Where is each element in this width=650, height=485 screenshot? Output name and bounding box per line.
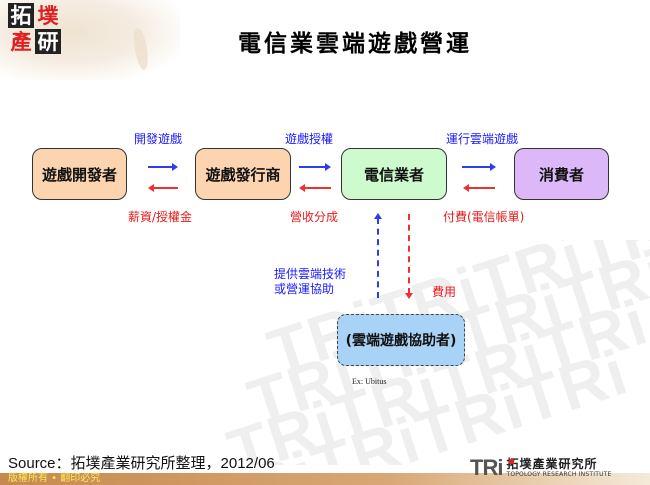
logo-char: 墣 (37, 3, 59, 28)
arrow-right-icon (462, 163, 496, 171)
logo-char: 研 (35, 29, 61, 54)
edge-label-salary-license: 薪資/授權金 (128, 210, 193, 224)
edge-label-revenue-share: 營收分成 (290, 210, 339, 224)
source-citation: Source：拓墣產業研究所整理，2012/06 (8, 455, 275, 472)
arrow-up-dashed-icon (374, 213, 382, 298)
arrow-right-icon (299, 163, 331, 171)
node-label: 消費者 (538, 165, 584, 184)
edge-label-run-cloud-games: 運行雲端遊戲 (446, 132, 519, 146)
node-game-publisher: 遊戲發行商 (195, 148, 291, 200)
arrow-left-icon (299, 184, 331, 192)
arrow-right-icon (148, 163, 178, 171)
node-label: 遊戲開發者 (41, 165, 117, 184)
logo-char: 產 (10, 29, 32, 54)
edge-label-develop-game: 開發遊戲 (134, 132, 183, 146)
arrow-down-dashed-icon (405, 214, 413, 299)
tri-logo-mark: TRi (470, 455, 514, 481)
edge-label-cloud-tech-support: 提供雲端技術 或營運協助 (274, 267, 347, 296)
helper-example-text: Ex: Ubitus (352, 377, 387, 386)
node-telecom-operator: 電信業者 (341, 148, 447, 200)
company-logo: 拓 墣 產 研 (8, 3, 62, 55)
brand-name-english: TOPOLOGY RESEARCH INSTITUTE (506, 471, 612, 478)
logo-char: 拓 (8, 3, 34, 28)
arrow-left-icon (148, 184, 178, 192)
edge-label-fee: 費用 (432, 285, 457, 299)
tri-brand-logo: TRi 拓墣產業研究所 TOPOLOGY RESEARCH INSTITUTE (470, 454, 612, 482)
arrow-left-icon (463, 184, 495, 192)
edge-label-game-license: 遊戲授權 (285, 132, 334, 146)
tri-logo-red-dot (509, 459, 514, 464)
node-label: (雲端遊戲協助者) (345, 333, 457, 349)
page-title: 電信業雲端遊戲營運 (238, 30, 472, 57)
node-cloud-gaming-helper: (雲端遊戲協助者) (337, 314, 465, 366)
node-consumer: 消費者 (514, 148, 609, 200)
node-label: 電信業者 (363, 165, 424, 184)
node-label: 遊戲發行商 (205, 165, 281, 184)
footer-bar (0, 473, 650, 485)
edge-label-payment-telecom-bill: 付費(電信帳單) (443, 210, 525, 224)
node-game-developer: 遊戲開發者 (32, 148, 127, 200)
brand-name-chinese: 拓墣產業研究所 (506, 457, 598, 471)
copyright-notice: 版權所有 • 翻印必究 (8, 473, 101, 484)
